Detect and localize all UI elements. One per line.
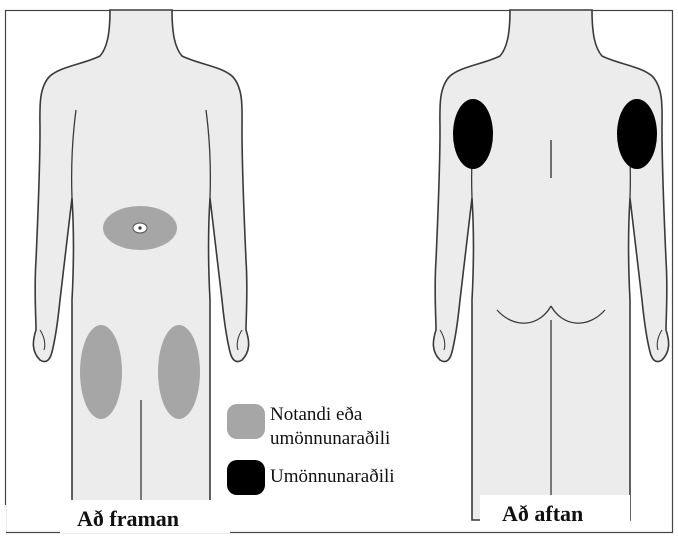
right-upper-arm-injection-zone — [617, 99, 657, 169]
left-upper-arm-injection-zone — [453, 99, 493, 169]
right-thigh-injection-zone — [158, 325, 200, 419]
front-view-caption: Að framan — [77, 506, 179, 532]
legend-swatch-caregiver — [227, 460, 265, 495]
abdomen-injection-zone — [103, 206, 177, 250]
legend-label-caregiver: Umönnunaraðili — [270, 466, 395, 488]
left-thigh-injection-zone — [80, 325, 122, 419]
back-view-caption: Að aftan — [502, 501, 583, 527]
legend-label-self-or-caregiver-line2: umönnunaraðili — [270, 428, 390, 450]
legend-label-self-or-caregiver-line1: Notandi eða — [270, 404, 362, 426]
legend-swatch-self-or-caregiver — [227, 404, 265, 439]
